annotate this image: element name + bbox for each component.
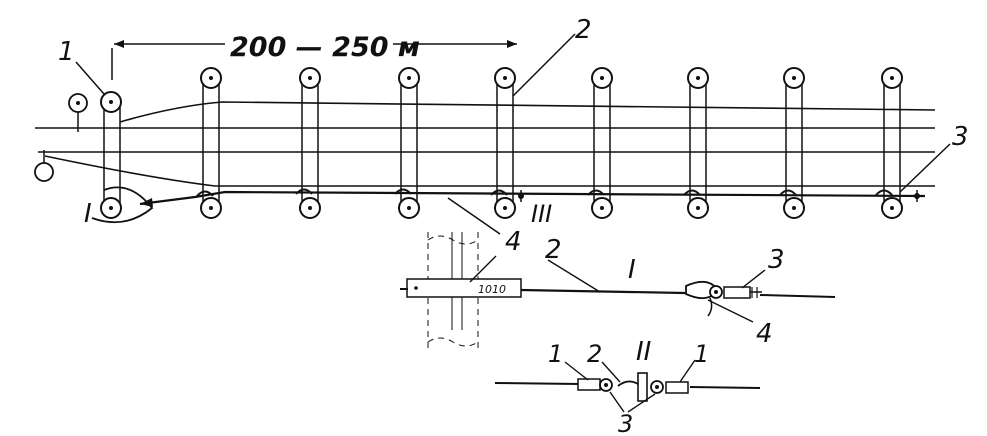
- mast-7: [687, 67, 709, 219]
- detail-II-label-3: 3: [618, 410, 633, 436]
- detail-II-label-1b: 1: [694, 340, 709, 368]
- leader-lines: [75, 33, 951, 235]
- track-lines: [35, 101, 936, 207]
- mast-9: [881, 67, 903, 219]
- detail-I-label-2: 2: [545, 235, 562, 265]
- detail-II-label-1a: 1: [548, 340, 563, 368]
- wire-clamps: [196, 188, 920, 202]
- plate-marking: 1010: [478, 283, 506, 296]
- coupler-left: [577, 378, 613, 392]
- support-masts: [100, 67, 903, 219]
- tensioner: [685, 280, 762, 317]
- label-1: 1: [58, 37, 75, 67]
- label-detail-III: III: [531, 200, 552, 228]
- dimension-label: 200 — 250 м: [230, 32, 420, 63]
- label-2: 2: [575, 15, 592, 45]
- mast-2: [200, 67, 222, 219]
- dimension-line: 200 — 250 м: [111, 32, 517, 80]
- main-plan-view: 200 — 250 м: [34, 15, 969, 257]
- mast-3: [299, 67, 321, 219]
- label-detail-I: I: [84, 199, 92, 229]
- detail-II-label-2: 2: [587, 340, 602, 368]
- detail-II-view: 1 2 II 1 3: [494, 337, 761, 436]
- detail-I-label-4: 4: [756, 319, 773, 349]
- detail-I-label-3: 3: [768, 245, 785, 275]
- detail-I-title: I: [628, 255, 636, 285]
- label-4: 4: [505, 227, 522, 257]
- mast-6: [591, 67, 613, 219]
- mast-4: [398, 67, 420, 219]
- mast-1: [100, 91, 122, 219]
- center-insulator: [617, 372, 648, 402]
- mast-5: [494, 67, 516, 219]
- mast-8: [783, 67, 805, 219]
- detail-II-title: II: [636, 337, 651, 367]
- coupler-right: [650, 380, 689, 394]
- detail-I-indicator: [91, 186, 154, 224]
- left-posts: [34, 93, 88, 182]
- detail-I-view: 1010 I 2 3 4: [400, 232, 836, 350]
- label-3: 3: [952, 122, 969, 152]
